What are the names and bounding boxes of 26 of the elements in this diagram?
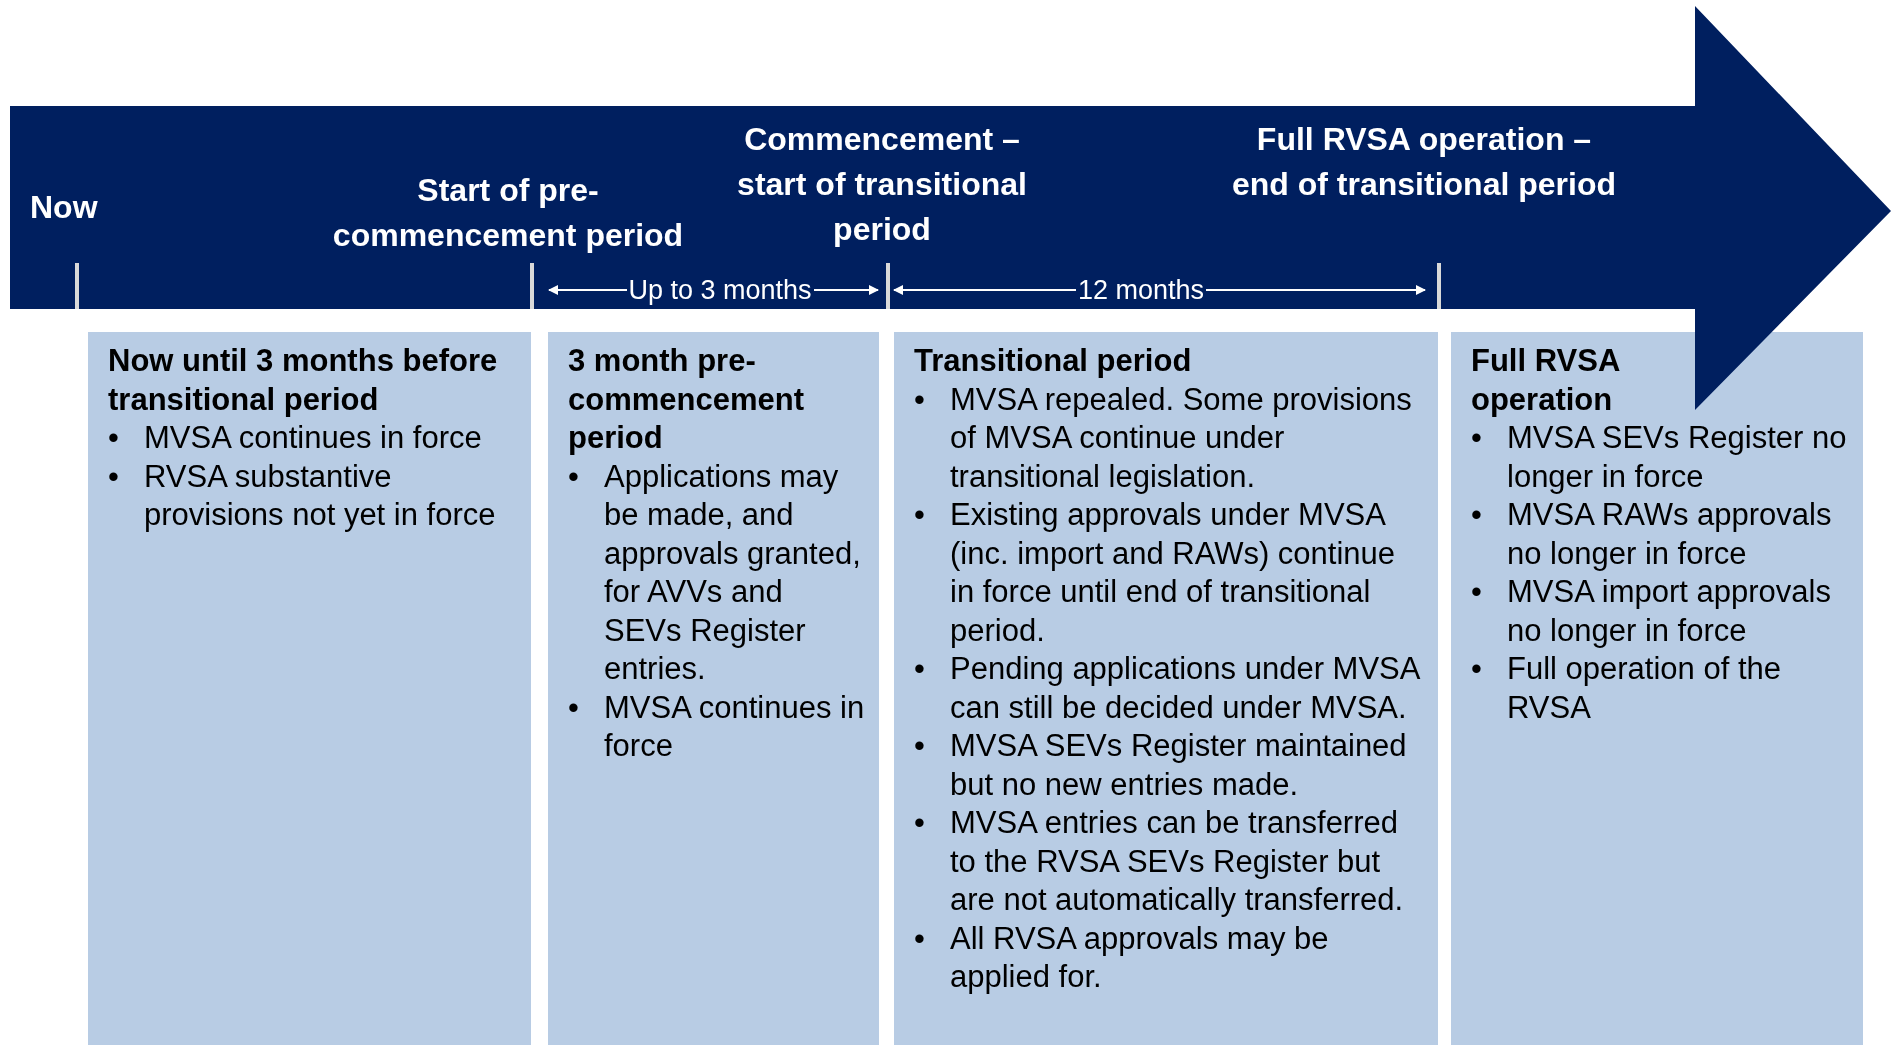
bullet-item: • Full operation of the RVSA [1471,650,1782,727]
panel-heading: 3 month pre-commencement period [568,342,806,457]
milestone-label: Start of pre-commencement period [331,171,685,255]
period-panel [894,332,1438,1045]
milestone-label: Now [30,188,99,227]
bullet-item: • MVSA RAWs approvals no longer in force [1471,496,1833,573]
period-panel [548,332,879,1045]
bullet-item: • MVSA entries can be transferred to the RVSA SEVs Register but are not automatically transferred. [914,804,1405,919]
bullet-item: • MVSA repealed. Some provisions of MVSA continue under transitional legislation. [914,380,1413,496]
milestone-label: Full RVSA operation – end of transitional period [1231,120,1617,204]
panel-heading: Transitional period [914,342,1193,380]
bullet-item: • MVSA continues in force [568,688,865,765]
panel-heading: Full RVSA operation [1471,342,1621,419]
period-panel [1451,332,1863,1045]
period-panel [88,332,531,1045]
bullet-item: • Pending applications under MVSA can still be decided under MVSA. [914,650,1421,727]
bullet-item: • All RVSA approvals may be applied for. [914,919,1330,996]
bullet-item: • Existing approvals under MVSA (inc. import and RAWs) continue in force until end of transitional period. [914,496,1397,650]
bullet-item: • Applications may be made, and approvals granted, for AVVs and SEVs Register entries. [568,457,862,688]
bullet-item: • RVSA substantive provisions not yet in force [108,457,497,534]
milestone-label: Commencement – start of transitional period [736,120,1028,249]
bullet-item: • MVSA import approvals no longer in force [1471,573,1832,650]
panel-heading: Now until 3 months before transitional period [108,342,499,419]
bullet-item: • MVSA SEVs Register maintained but no new entries made. [914,727,1408,804]
bullet-item: • MVSA continues in force [108,419,483,457]
bullet-item: • MVSA SEVs Register no longer in force [1471,419,1848,496]
